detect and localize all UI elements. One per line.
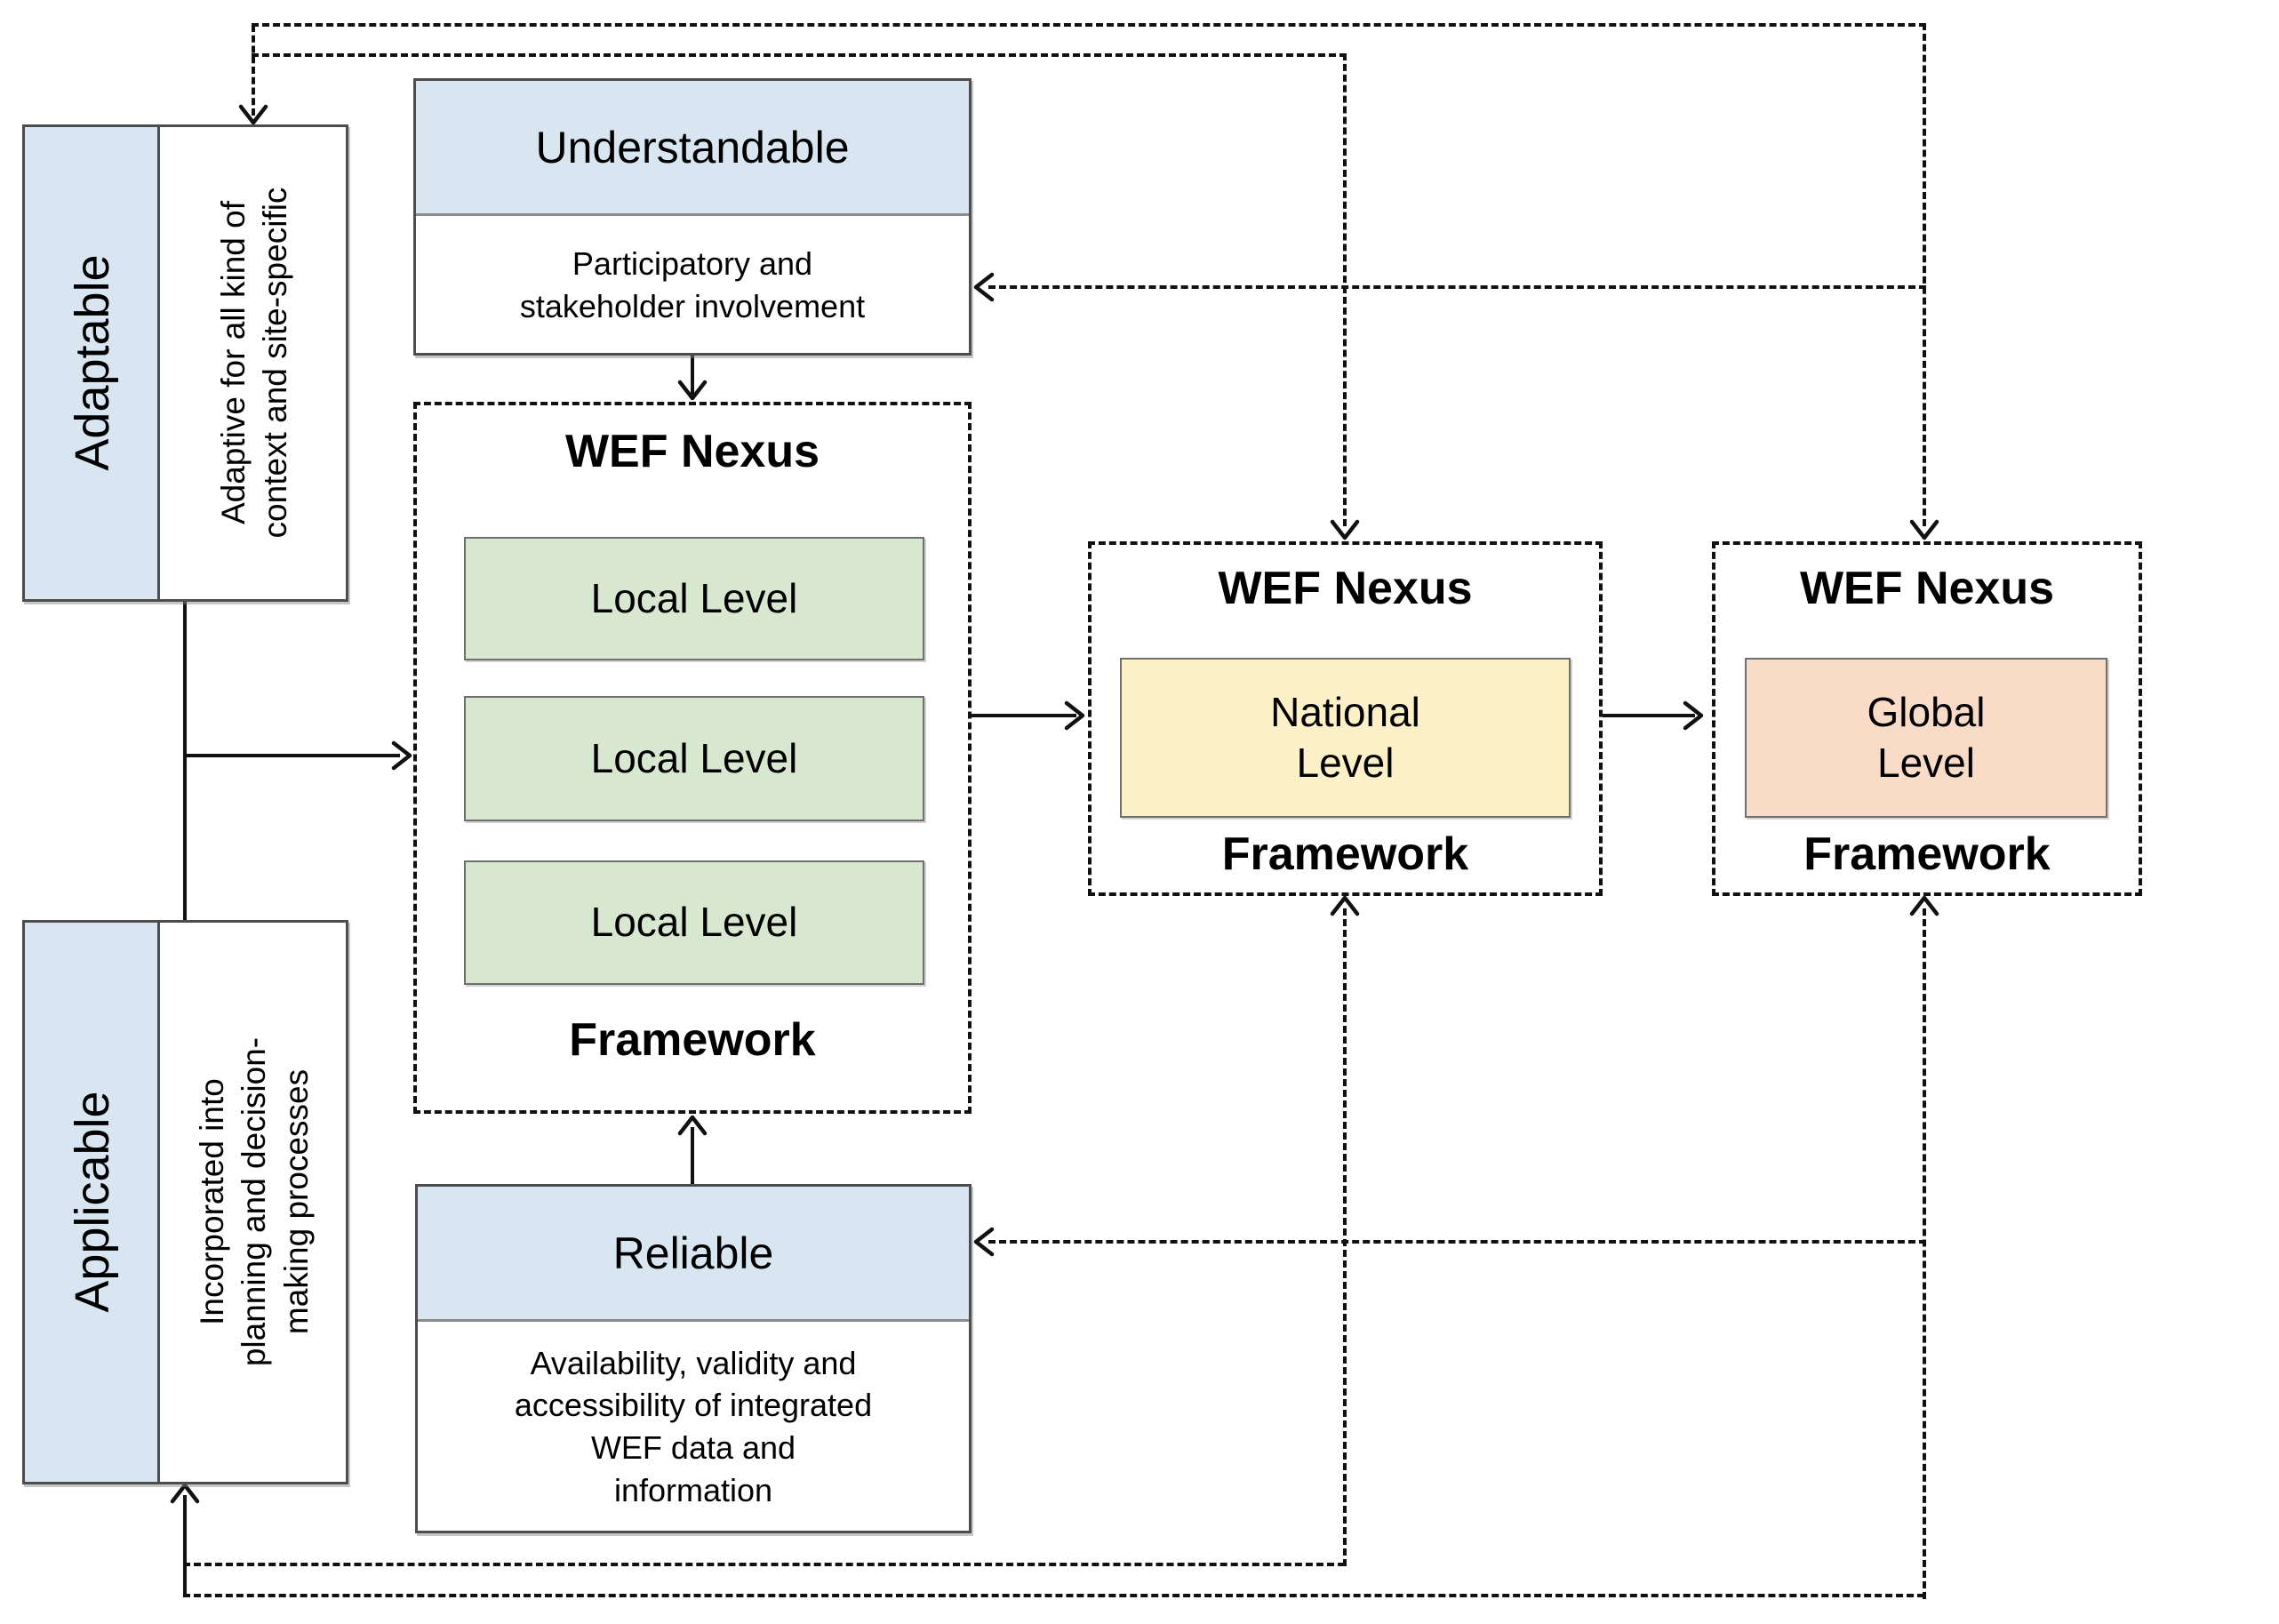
criterion-applicable-title-cell [25,923,160,1482]
criterion-adaptable-description-line: context and site-specific [257,187,293,539]
criterion-applicable-description-line: planning and decision- [236,1036,273,1367]
framework-national-footer: Framework [1221,828,1469,880]
framework-local-footer: Framework [569,1014,816,1066]
connector-global-bottom-feedback-vertical [1923,908,1926,1599]
criterion-reliable-description-line: information [613,1471,773,1508]
criterion-adaptable-title: Adaptable [66,254,119,471]
criterion-reliable-description: Availability, validity and accessibility… [418,1324,969,1529]
framework-global-box [1712,541,2142,896]
connector-feedback-into-adaptable-vertical [252,25,255,116]
connector-bottom-upper-horizontal [183,1563,1345,1566]
criterion-applicable-description-line: Incorporated into [193,1078,230,1325]
connector-adaptable-applicable-vertical [183,602,187,920]
arrowhead-into-national-top [1330,519,1360,540]
connector-bottom-feedback-to-applicable-vertical [183,1495,187,1596]
connector-understandable-to-local-vertical [691,356,694,395]
criterion-adaptable-title-cell [25,127,160,599]
connector-national-to-global-horizontal [1603,714,1695,717]
level-box-national: National Level [1120,658,1571,818]
arrowhead-into-applicable-bottom [170,1483,200,1504]
arrowhead-into-global-left [1683,700,1704,731]
arrowhead-into-local-left [391,740,412,771]
arrowhead-into-adaptable-top [238,104,268,125]
framework-national-box [1088,541,1603,896]
criterion-understandable-description: Participatory and stakeholder involvemen… [416,219,969,352]
connector-local-to-national-horizontal [972,714,1076,717]
connector-criteria-to-local-horizontal [183,754,400,757]
criterion-understandable-title-cell: Understandable [416,81,969,216]
connector-feedback-into-global-top-vertical [1923,23,1926,526]
level-box-local-2: Local Level [464,696,924,821]
arrowhead-into-local-bottom [677,1115,708,1136]
connector-bottom-lower-horizontal [183,1594,1924,1597]
framework-local-title: WEF Nexus [564,426,820,477]
arrowhead-into-global-bottom [1909,895,1939,916]
arrowhead-into-global-top [1909,519,1939,540]
level-box-global-line: Level [1877,740,1975,786]
connector-feedback-top-outer-horizontal [252,23,1926,27]
criterion-adaptable-description-line: Adaptive for all kind of [214,200,252,525]
criterion-applicable-description: Incorporated into planning and decision-… [188,953,321,1451]
connector-national-bottom-feedback-vertical [1343,908,1347,1566]
criterion-reliable-title-cell: Reliable [418,1187,969,1322]
level-box-local-1: Local Level [464,537,924,660]
connector-feedback-top-inner-horizontal [252,53,1347,57]
criterion-reliable-description-line: Availability, validity and [530,1344,857,1381]
arrowhead-into-national-bottom [1330,895,1360,916]
criterion-applicable-description-line: making processes [277,1068,315,1335]
level-box-global: Global Level [1745,658,2107,818]
criterion-reliable-description-line: WEF data and [590,1429,796,1466]
level-box-national-line: National [1270,688,1420,735]
criterion-reliable-description-line: accessibility of integrated [514,1387,873,1424]
level-box-local-3: Local Level [464,860,924,985]
framework-national-title: WEF Nexus [1218,563,1473,614]
framework-global-title: WEF Nexus [1799,563,2055,614]
connector-feedback-into-national-top-vertical [1343,53,1347,526]
connector-reliable-to-local-vertical [691,1127,694,1184]
criterion-understandable-description-line: stakeholder involvement [519,288,866,324]
connector-feedback-into-reliable-horizontal [988,1240,1926,1244]
framework-global-footer: Framework [1803,828,2051,880]
level-box-national-line: Level [1296,740,1395,786]
arrowhead-into-local-top [677,380,708,401]
level-box-global-line: Global [1867,688,1986,735]
connector-feedback-into-understandable-horizontal [988,285,1926,289]
criterion-applicable-title: Applicable [66,1091,119,1313]
criterion-understandable-description-line: Participatory and [572,245,813,283]
framework-local-box [413,402,972,1114]
arrowhead-into-national-left [1064,700,1085,731]
arrowhead-into-understandable-right [973,272,995,302]
criterion-adaptable-description: Adaptive for all kind of context and sit… [205,132,303,594]
arrowhead-into-reliable-right [973,1227,995,1257]
